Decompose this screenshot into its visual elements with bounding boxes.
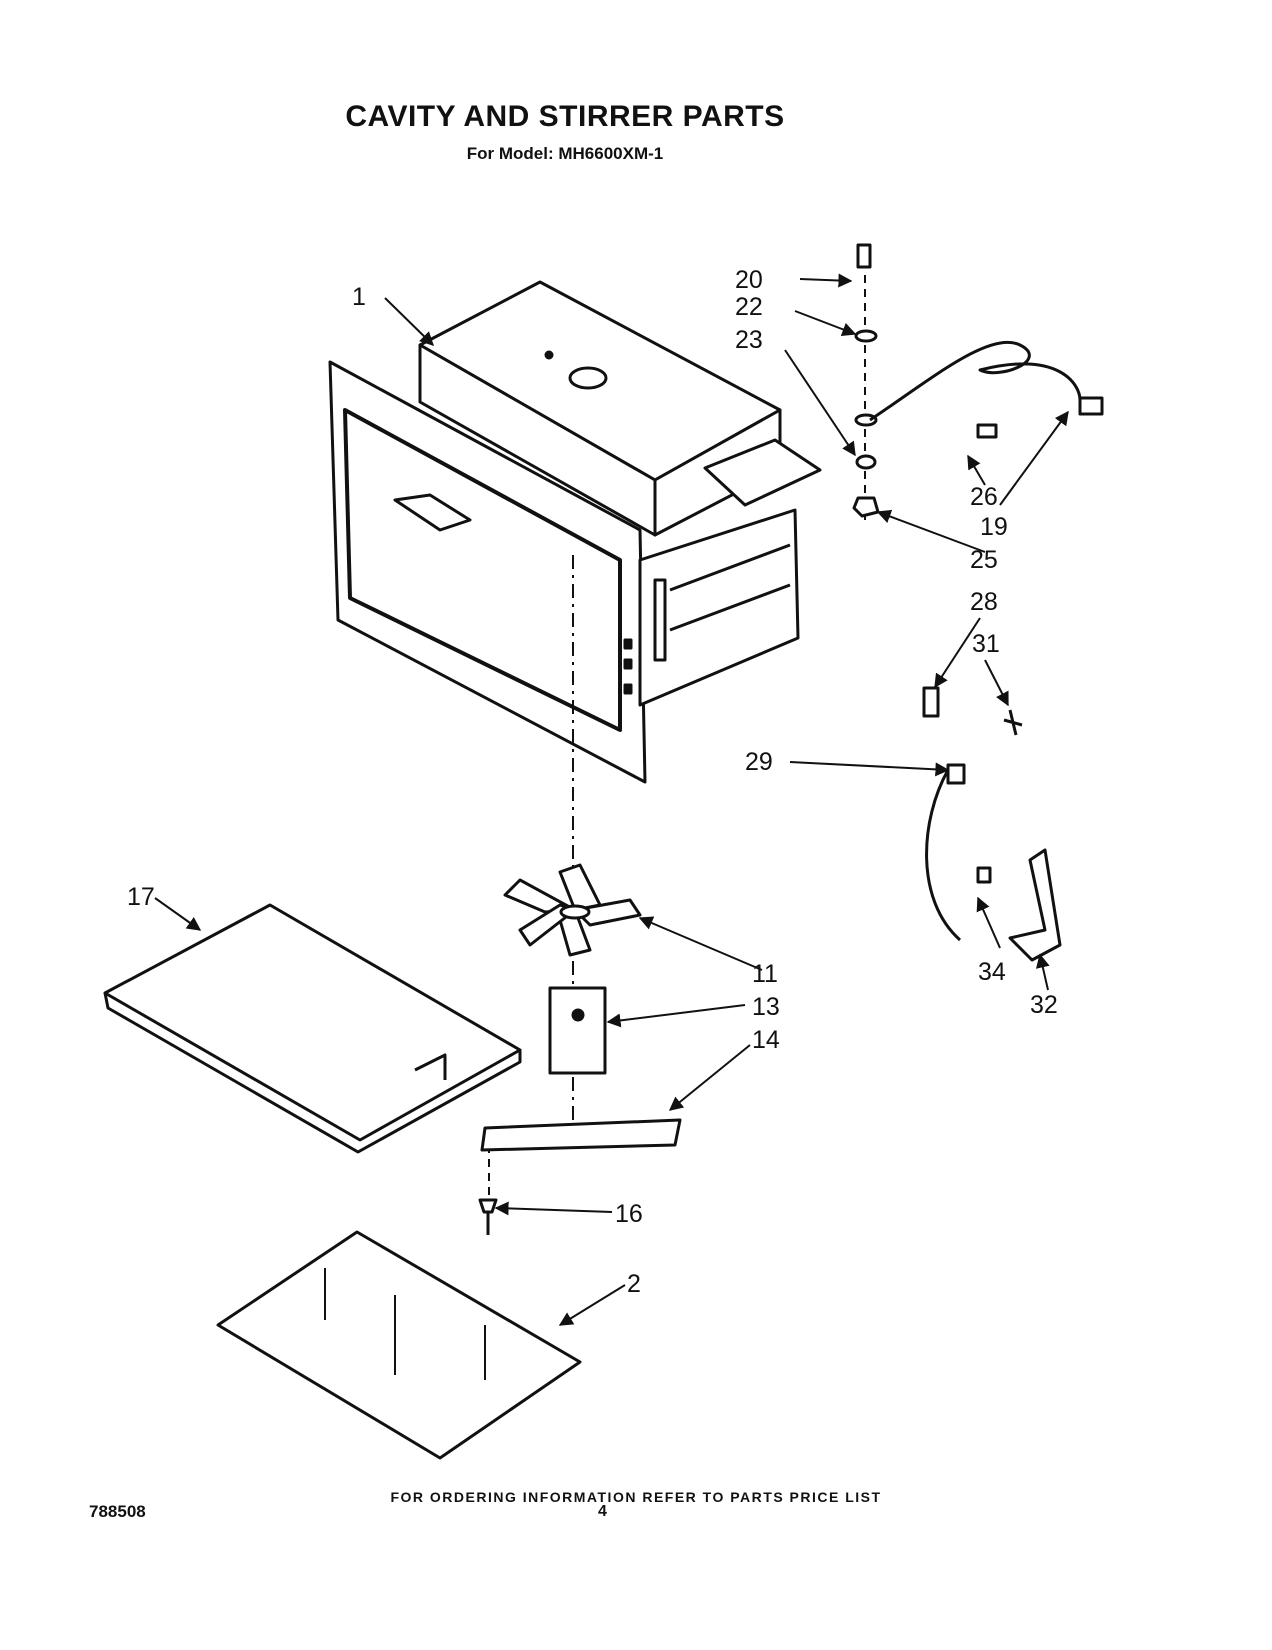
callout-2: 2 — [627, 1270, 641, 1298]
mount-bracket-part — [1008, 848, 1062, 962]
callout-13: 13 — [752, 993, 780, 1021]
page-number: 4 — [598, 1503, 607, 1520]
callout-28: 28 — [970, 588, 998, 616]
callout-23: 23 — [735, 326, 763, 354]
callout-14: 14 — [752, 1026, 780, 1054]
screw-20-part — [856, 243, 872, 269]
power-cord-part — [869, 340, 1082, 422]
bracket-part — [480, 1118, 682, 1152]
ordering-note: FOR ORDERING INFORMATION REFER TO PARTS … — [390, 1489, 882, 1505]
callout-25: 25 — [970, 546, 998, 574]
callout-16: 16 — [615, 1200, 643, 1228]
washer-22-part — [854, 329, 878, 343]
glass-tray-part — [216, 1230, 582, 1460]
callout-34: 34 — [978, 958, 1006, 986]
model-subtitle: For Model: MH6600XM-1 — [466, 144, 664, 163]
callout-19: 19 — [980, 513, 1008, 541]
callout-26: 26 — [970, 483, 998, 511]
stirrer-blade-part — [503, 863, 642, 957]
callout-17: 17 — [127, 883, 155, 911]
callout-32: 32 — [1030, 991, 1058, 1019]
thermal-sensor-part — [922, 686, 940, 718]
washer-part — [855, 454, 877, 470]
callout-11: 11 — [752, 960, 778, 988]
callout-29: 29 — [745, 748, 773, 776]
nut-25-part — [852, 496, 880, 518]
callout-20: 20 — [735, 266, 763, 294]
callout-31: 31 — [972, 630, 1000, 658]
stirrer-cover-part — [548, 986, 607, 1075]
callout-22: 22 — [735, 293, 763, 321]
page-title: CAVITY AND STIRRER PARTS — [345, 100, 785, 133]
screw-part — [478, 1198, 498, 1235]
callout-1: 1 — [352, 283, 366, 311]
cavity-part — [328, 280, 822, 784]
shelf-part — [103, 903, 522, 1154]
washer-23-part — [854, 413, 878, 427]
document-number: 788508 — [89, 1502, 146, 1521]
